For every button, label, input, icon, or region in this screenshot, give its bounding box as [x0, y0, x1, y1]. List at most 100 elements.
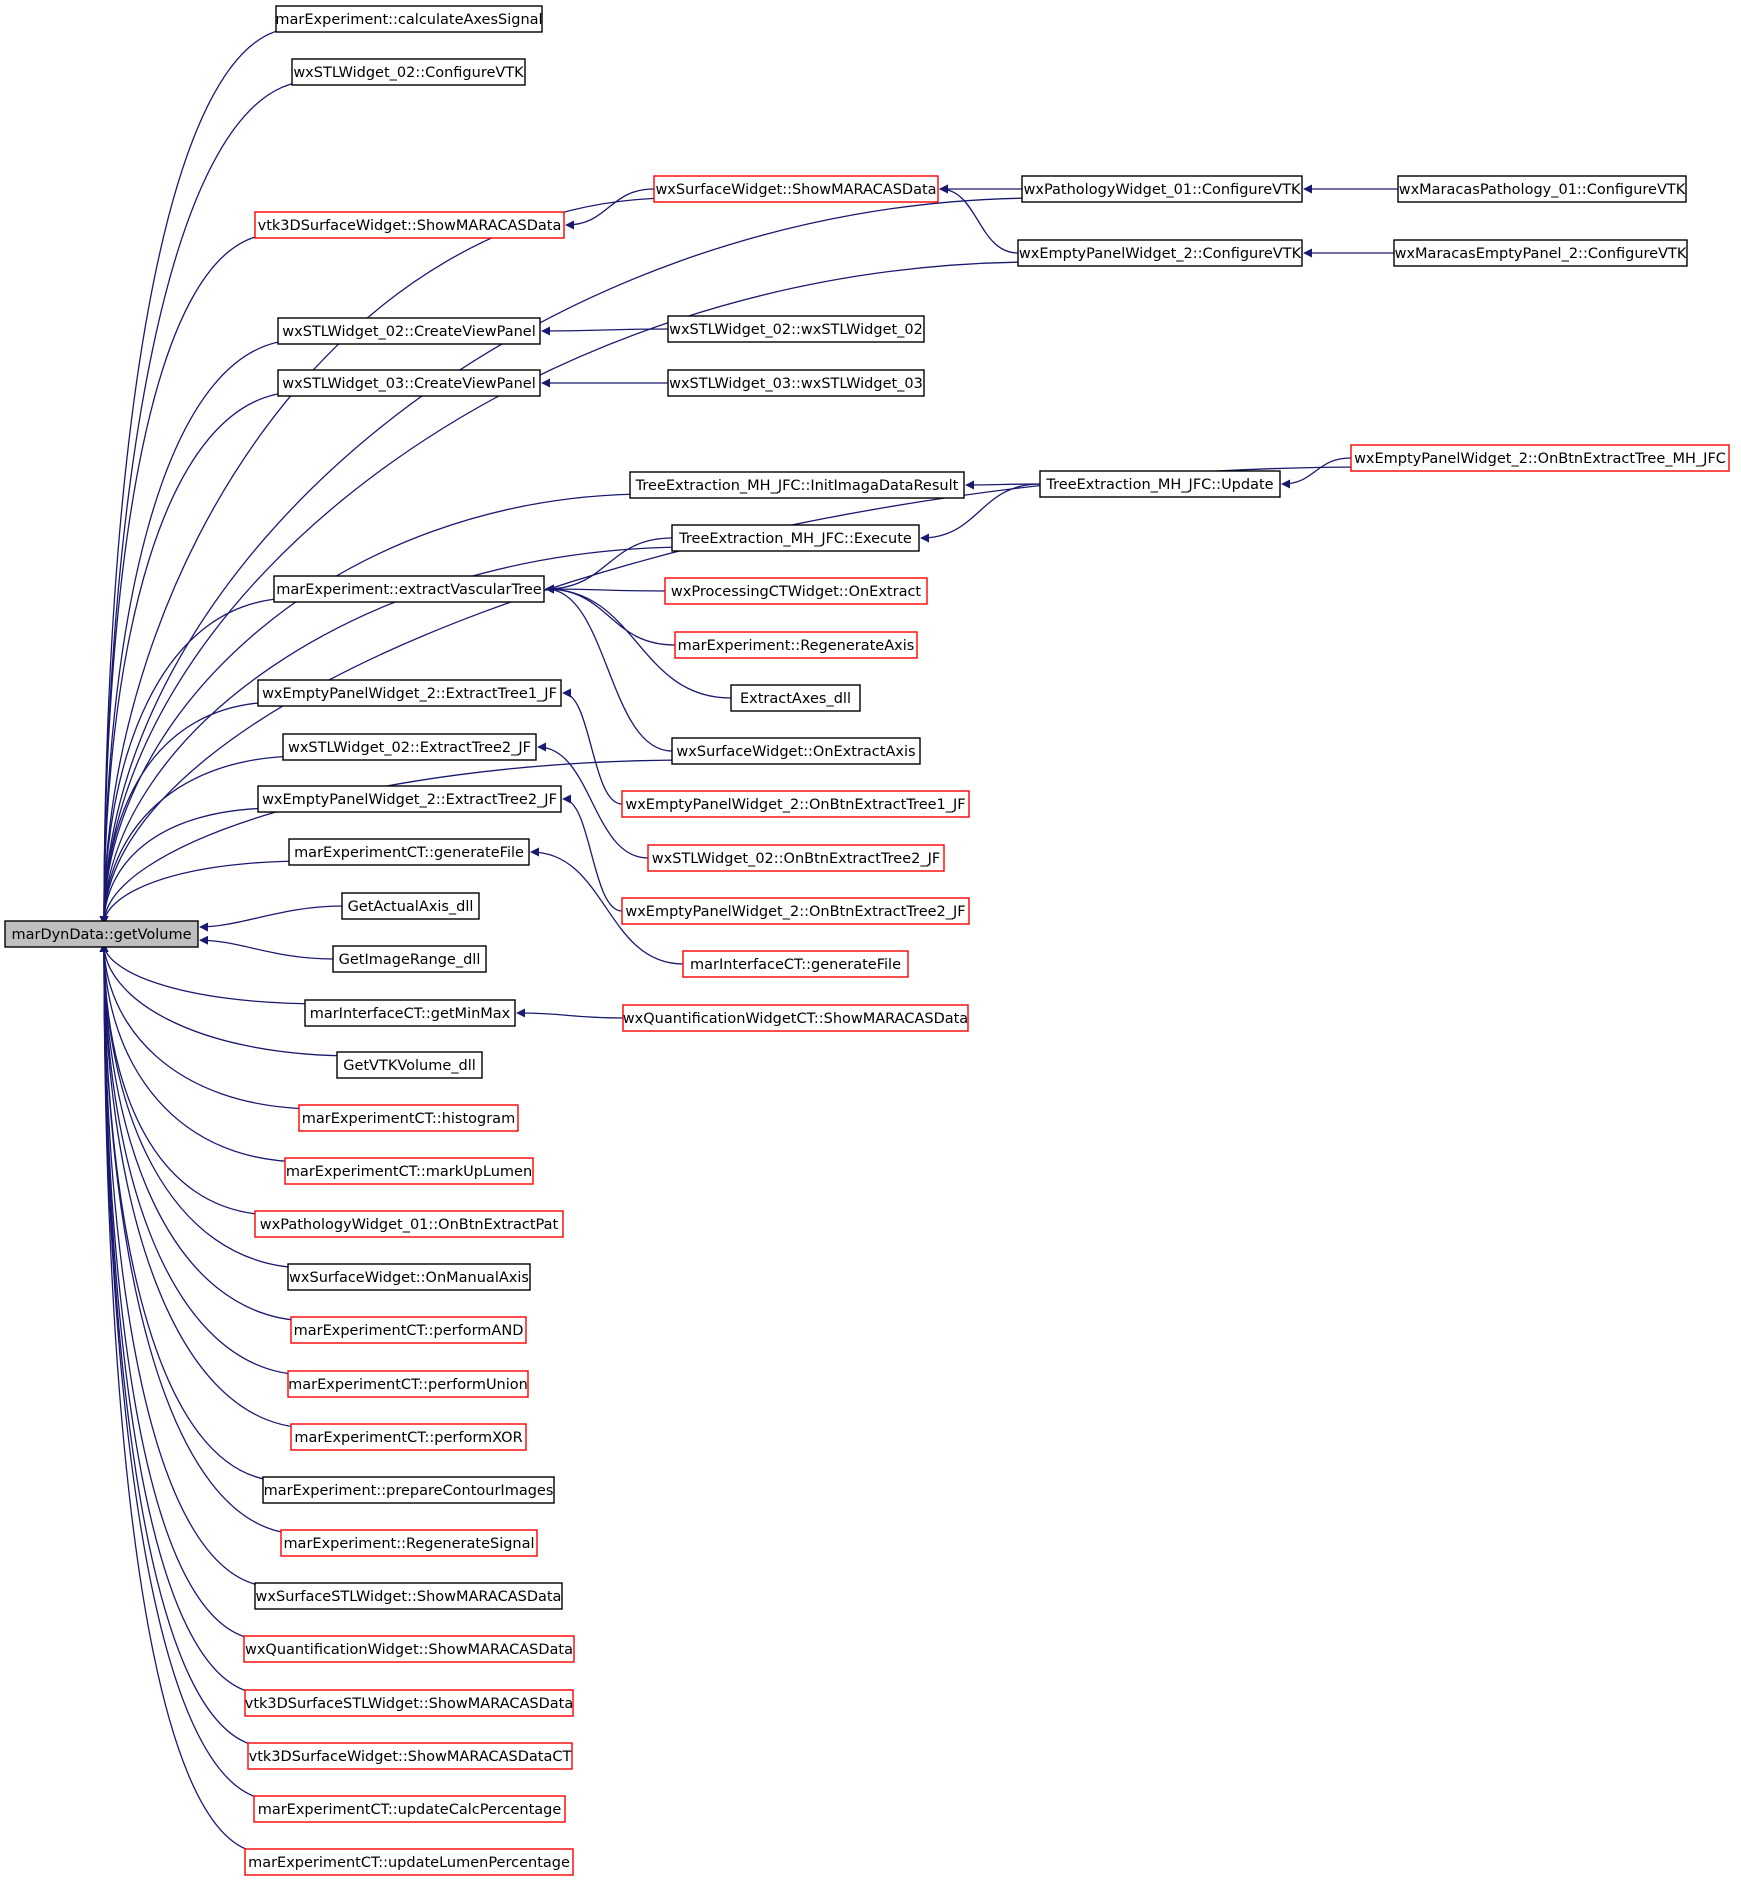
graph-node[interactable]: wxSTLWidget_02::ConfigureVTK [291, 58, 526, 86]
graph-node[interactable]: vtk3DSurfaceSTLWidget::ShowMARACASData [244, 1689, 574, 1717]
edge-n34-to-root [99, 943, 358, 1057]
graph-node[interactable]: wxEmptyPanelWidget_2::ExtractTree2_JF [257, 785, 562, 813]
graph-node[interactable]: marExperimentCT::performXOR [290, 1423, 527, 1451]
graph-node[interactable]: wxEmptyPanelWidget_2::ExtractTree1_JF [257, 679, 562, 707]
graph-node[interactable]: wxSurfaceWidget::ShowMARACASData [653, 175, 939, 203]
graph-node[interactable]: wxQuantificationWidgetCT::ShowMARACASDat… [622, 1004, 969, 1032]
graph-node[interactable]: wxMaracasEmptyPanel_2::ConfigureVTK [1393, 239, 1688, 267]
node-label: wxSTLWidget_03::wxSTLWidget_03 [669, 376, 923, 392]
graph-node[interactable]: wxPathologyWidget_01::OnBtnExtractPat [254, 1210, 564, 1238]
node-box [243, 1635, 575, 1663]
graph-node[interactable]: wxSTLWidget_02::ExtractTree2_JF [282, 733, 537, 761]
node-label: wxSurfaceSTLWidget::ShowMARACASData [256, 1589, 562, 1605]
graph-node[interactable]: TreeExtraction_MH_JFC::Update [1039, 470, 1281, 498]
node-label: marExperiment::RegenerateAxis [678, 638, 915, 654]
graph-node[interactable]: GetActualAxis_dll [341, 892, 480, 920]
node-box [244, 1848, 574, 1876]
node-label: marExperimentCT::histogram [302, 1111, 515, 1127]
node-box [682, 950, 909, 978]
node-box [671, 737, 921, 765]
graph-node[interactable]: wxEmptyPanelWidget_2::ConfigureVTK [1017, 239, 1303, 267]
node-box [336, 1051, 483, 1079]
root-node[interactable]: marDynData::getVolume [4, 920, 199, 948]
graph-node[interactable]: GetImageRange_dll [332, 945, 487, 973]
graph-node[interactable]: marExperiment::RegenerateSignal [280, 1529, 538, 1557]
node-label: wxEmptyPanelWidget_2::OnBtnExtractTree_M… [1354, 451, 1726, 467]
graph-node[interactable]: TreeExtraction_MH_JFC::Execute [671, 524, 920, 552]
graph-node[interactable]: GetVTKVolume_dll [336, 1051, 483, 1079]
edge-n38-to-root [99, 943, 309, 1269]
node-box [282, 733, 537, 761]
edge-n22-to-root [99, 701, 279, 925]
node-label: vtk3DSurfaceWidget::ShowMARACASData [258, 218, 562, 234]
graph-node[interactable]: marExperiment::calculateAxesSignal [275, 5, 543, 33]
node-box [671, 524, 920, 552]
graph-node[interactable]: marInterfaceCT::generateFile [682, 950, 909, 978]
node-label: GetVTKVolume_dll [343, 1058, 476, 1074]
graph-node[interactable]: wxSTLWidget_03::CreateViewPanel [277, 369, 541, 397]
edge-n19-to-n17 [545, 584, 676, 646]
node-box [1350, 444, 1730, 472]
graph-node[interactable]: marExperimentCT::updateLumenPercentage [244, 1848, 574, 1876]
edge-n13-to-n15 [1281, 457, 1352, 489]
node-label: marExperiment::prepareContourImages [264, 1483, 554, 1499]
edge-n39-to-root [99, 943, 312, 1322]
graph-node[interactable]: marExperiment::RegenerateAxis [674, 631, 918, 659]
node-label: wxSurfaceWidget::OnExtractAxis [676, 744, 915, 760]
graph-node[interactable]: wxSTLWidget_03::wxSTLWidget_03 [667, 369, 925, 397]
graph-node[interactable]: wxQuantificationWidget::ShowMARACASData [243, 1635, 575, 1663]
graph-node[interactable]: marExperimentCT::performAND [290, 1316, 527, 1344]
graph-node[interactable]: wxProcessingCTWidget::OnExtract [664, 577, 928, 605]
graph-node[interactable]: wxSTLWidget_02::CreateViewPanel [277, 317, 541, 345]
graph-node[interactable]: wxSTLWidget_02::wxSTLWidget_02 [667, 315, 925, 343]
graph-node[interactable]: marExperiment::prepareContourImages [262, 1476, 555, 1504]
graph-node[interactable]: wxEmptyPanelWidget_2::OnBtnExtractTree_M… [1350, 444, 1730, 472]
node-box [647, 844, 945, 872]
node-box [288, 838, 530, 866]
graph-node[interactable]: wxPathologyWidget_01::ConfigureVTK [1021, 175, 1303, 203]
edge-n3-to-root [99, 233, 276, 925]
edge-n1-to-root [99, 27, 297, 925]
node-label: wxMaracasPathology_01::ConfigureVTK [1399, 182, 1686, 198]
graph-node[interactable]: marExperiment::extractVascularTree [273, 575, 545, 603]
graph-node[interactable]: wxSurfaceWidget::OnManualAxis [287, 1263, 531, 1291]
graph-node[interactable]: vtk3DSurfaceWidget::ShowMARACASData [254, 211, 565, 239]
graph-node[interactable]: ExtractAxes_dll [730, 684, 861, 712]
graph-node[interactable]: wxSTLWidget_02::OnBtnExtractTree2_JF [647, 844, 945, 872]
node-box [4, 920, 199, 948]
node-label: wxSurfaceWidget::ShowMARACASData [655, 182, 936, 198]
node-label: marExperimentCT::updateCalcPercentage [258, 1802, 562, 1818]
node-box [254, 1210, 564, 1238]
graph-node[interactable]: wxMaracasPathology_01::ConfigureVTK [1397, 175, 1687, 203]
graph-node[interactable]: wxSurfaceWidget::OnExtractAxis [671, 737, 921, 765]
node-box [247, 1742, 573, 1770]
edge-n17-to-root [99, 597, 295, 925]
node-box [730, 684, 861, 712]
graph-node[interactable]: marInterfaceCT::getMinMax [304, 999, 516, 1027]
node-box [298, 1104, 519, 1132]
graph-node[interactable]: marExperimentCT::performUnion [287, 1370, 529, 1398]
node-box [253, 1795, 566, 1823]
node-label: marExperimentCT::generateFile [294, 845, 524, 861]
graph-node[interactable]: marExperimentCT::histogram [298, 1104, 519, 1132]
node-label: wxSTLWidget_02::CreateViewPanel [282, 324, 536, 340]
graph-node[interactable]: wxEmptyPanelWidget_2::OnBtnExtractTree2_… [621, 897, 970, 925]
graph-node[interactable]: marExperimentCT::markUpLumen [284, 1157, 534, 1185]
graph-node[interactable]: wxEmptyPanelWidget_2::OnBtnExtractTree1_… [621, 790, 970, 818]
edge-n4-to-n3 [565, 188, 655, 230]
node-label: marInterfaceCT::getMinMax [310, 1006, 511, 1022]
graph-node[interactable]: vtk3DSurfaceWidget::ShowMARACASDataCT [247, 1742, 573, 1770]
node-box [280, 1529, 538, 1557]
node-label: wxSTLWidget_02::OnBtnExtractTree2_JF [652, 851, 940, 867]
node-label: wxPathologyWidget_01::OnBtnExtractPat [260, 1217, 559, 1233]
graph-node[interactable]: marExperimentCT::updateCalcPercentage [253, 1795, 566, 1823]
node-label: TreeExtraction_MH_JFC::Execute [678, 531, 912, 547]
node-box [1021, 175, 1303, 203]
edges-layer [99, 27, 1399, 1854]
graph-node[interactable]: marExperimentCT::generateFile [288, 838, 530, 866]
graph-node[interactable]: wxSurfaceSTLWidget::ShowMARACASData [254, 1582, 563, 1610]
graph-node[interactable]: TreeExtraction_MH_JFC::InitImagaDataResu… [629, 471, 965, 499]
edge-n10-to-n9 [541, 326, 669, 336]
edge-n32-to-root [99, 943, 326, 1005]
